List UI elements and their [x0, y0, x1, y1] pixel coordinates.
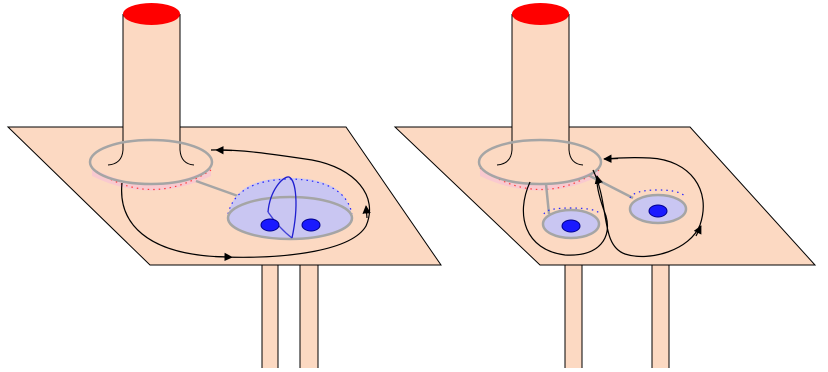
- right-leg-1: [565, 262, 582, 368]
- left-dome-base: [228, 197, 352, 239]
- left-leg-2: [300, 262, 318, 368]
- right-hole-2: [649, 205, 667, 217]
- left-legs: [262, 262, 318, 368]
- right-legs: [565, 262, 669, 368]
- left-hole-2: [302, 219, 320, 231]
- left-loop-arrow-top: [216, 150, 232, 151]
- right-loop-2-arrow-top: [604, 159, 618, 160]
- right-sheet: [395, 127, 815, 265]
- left-leg-1: [262, 262, 278, 368]
- right-tube-cap: [512, 3, 569, 25]
- left-loop-arrow-bottom: [215, 257, 232, 258]
- right-leg-2: [652, 262, 669, 368]
- left-tube-cap: [123, 3, 180, 25]
- left-hole-1: [261, 219, 279, 231]
- right-panel: [395, 3, 815, 368]
- left-sheet: [8, 127, 441, 265]
- left-panel: [8, 3, 441, 368]
- right-hole-1: [562, 220, 580, 232]
